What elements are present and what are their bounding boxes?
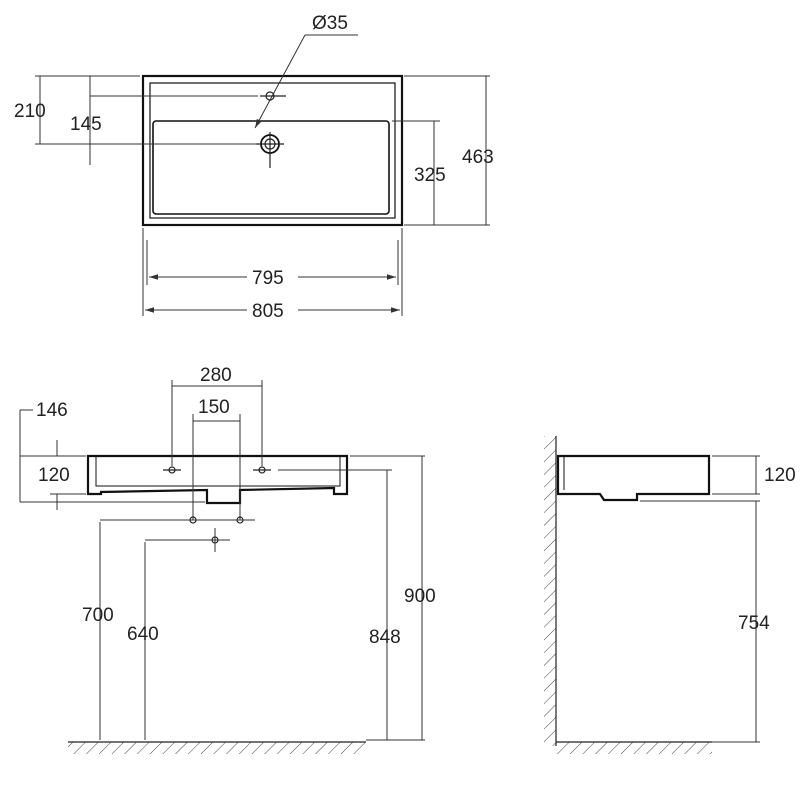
wall-hatch xyxy=(544,436,556,746)
dim-700-label: 700 xyxy=(82,605,114,626)
floor-hatch-side xyxy=(556,742,712,754)
floor-hatch xyxy=(68,742,366,754)
top-view: Ø35 210 145 463 325 795 805 xyxy=(14,13,494,322)
dim-795-label: 795 xyxy=(252,268,284,289)
dim-150-label: 150 xyxy=(198,397,230,418)
dim-640-label: 640 xyxy=(127,624,159,645)
dim-754-label: 754 xyxy=(738,613,770,634)
bowl-outline-top xyxy=(152,120,390,215)
dim-280-label: 280 xyxy=(200,365,232,386)
basin-outline-front xyxy=(86,454,349,505)
dim-120-side-label: 120 xyxy=(764,465,796,486)
dim-463-label: 463 xyxy=(462,147,494,168)
dim-120-front-label: 120 xyxy=(38,465,70,486)
dim-900-label: 900 xyxy=(404,586,436,607)
dim-146-label: 146 xyxy=(36,400,68,421)
basin-outline-top xyxy=(141,74,404,227)
dim-848-label: 848 xyxy=(369,627,401,648)
side-view: 120 754 xyxy=(544,436,796,754)
dim-325-label: 325 xyxy=(414,165,446,186)
basin-outline-side xyxy=(556,454,711,502)
dim-210-label: 210 xyxy=(14,101,46,122)
tap-hole-diameter-label: Ø35 xyxy=(312,13,348,34)
dim-805-label: 805 xyxy=(252,301,284,322)
dim-145-label: 145 xyxy=(70,114,102,135)
front-view: 280 150 146 120 700 640 848 900 xyxy=(19,365,436,754)
basin-rim-top xyxy=(149,82,396,219)
